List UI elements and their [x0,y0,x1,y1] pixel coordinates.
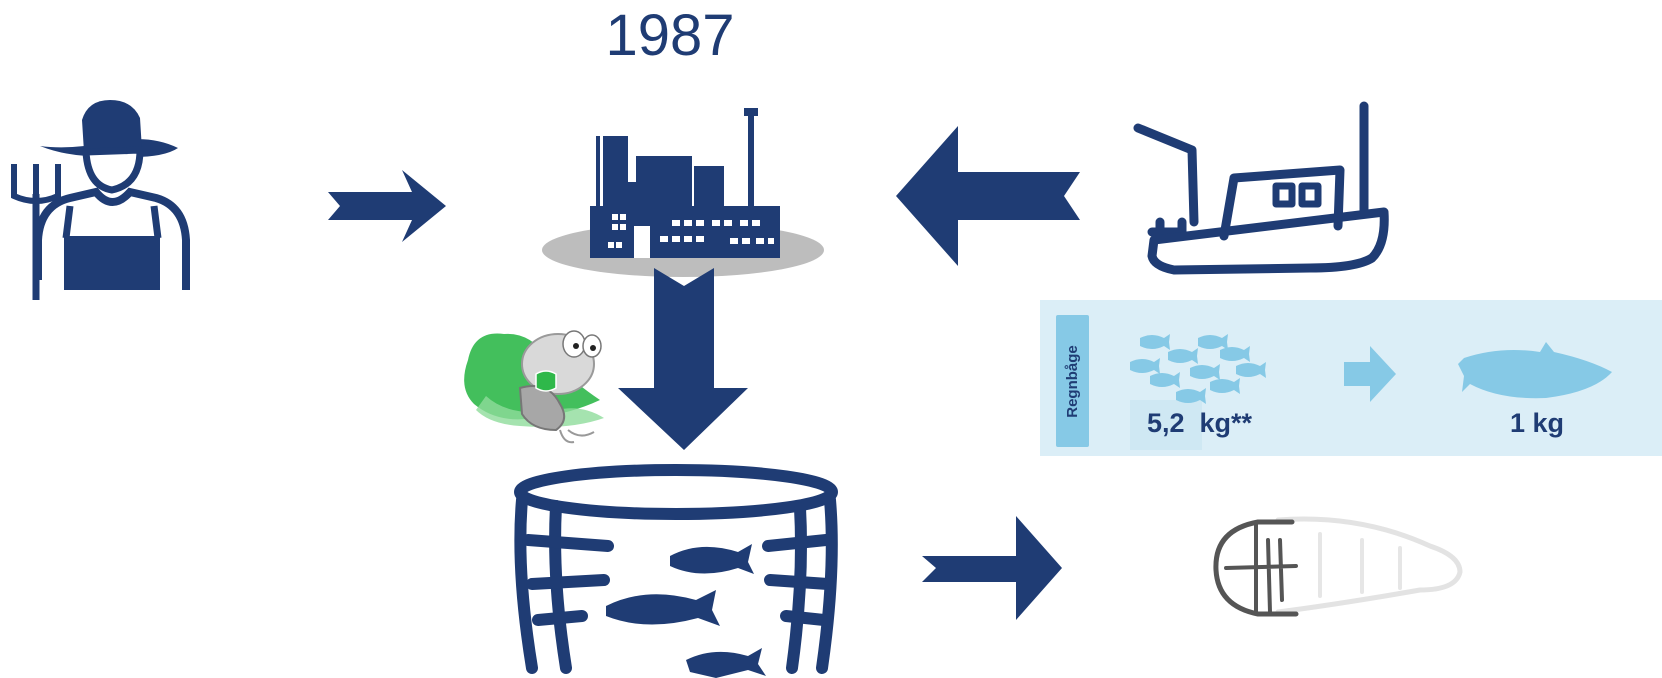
output-weight-label: 1 kg [1510,408,1565,438]
input-weight-label: 5,2 kg** [1147,408,1253,438]
fish-icon [1458,342,1612,399]
fishing-boat-icon [1133,101,1389,275]
farmer-icon [11,100,190,300]
fillet-icon [1213,516,1463,617]
arrow-right-light [1344,346,1396,402]
arrow-left-1 [896,126,1080,266]
arrow-right-2 [922,516,1062,620]
mascot-image [464,330,604,444]
fish-pen-icon [514,464,838,678]
factory-icon [542,108,824,277]
arrow-down-1 [618,268,748,450]
arrow-right-1 [328,170,446,242]
input-weight-box [1130,400,1202,450]
species-tab [1056,315,1089,447]
year-title: 1987 [605,3,735,68]
fish-school-icon [1130,334,1266,404]
species-label: Regnbåge [1064,344,1082,418]
